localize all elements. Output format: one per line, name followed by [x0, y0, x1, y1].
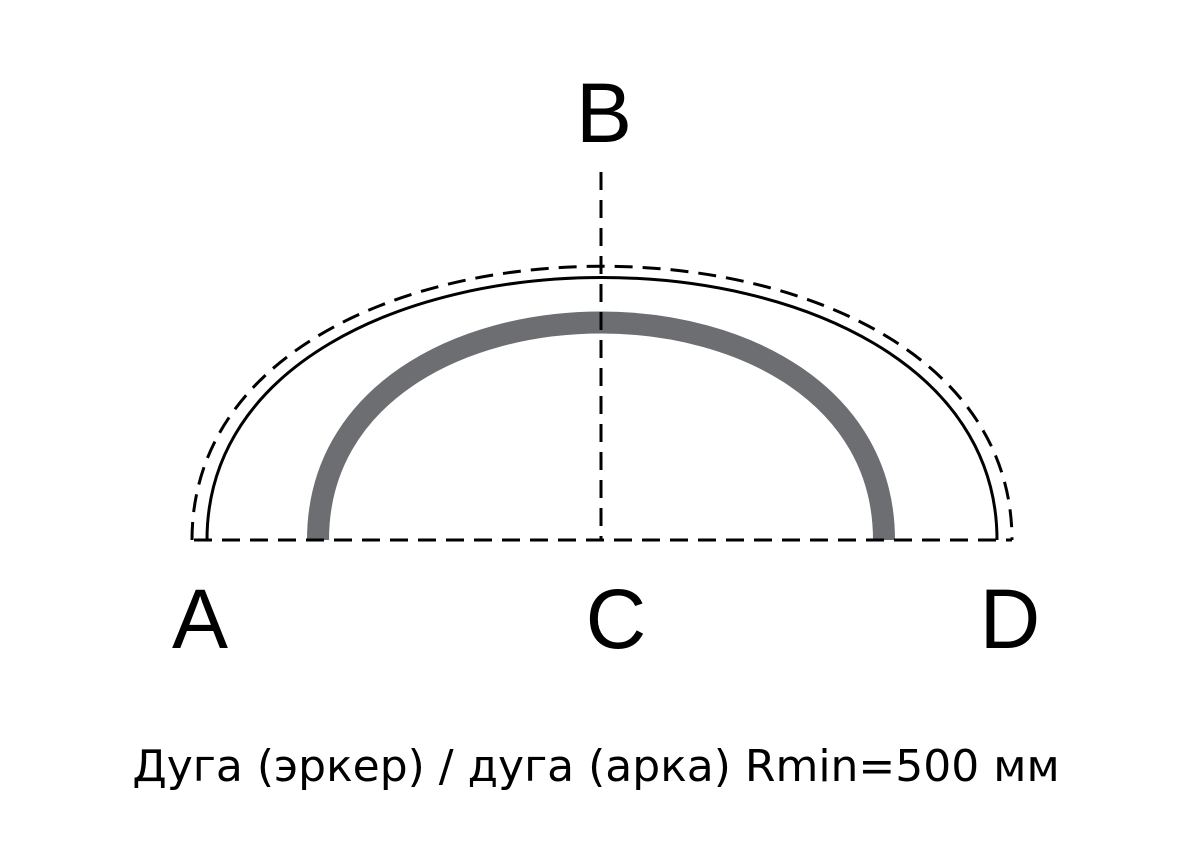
inner-solid-arc [205, 276, 999, 541]
label-a: A [172, 572, 228, 666]
caption-text: Дуга (эркер) / дуга (арка) Rmin=500 мм [132, 741, 1059, 792]
label-c: C [586, 572, 647, 666]
label-d: D [980, 572, 1041, 666]
label-b: B [576, 66, 632, 160]
